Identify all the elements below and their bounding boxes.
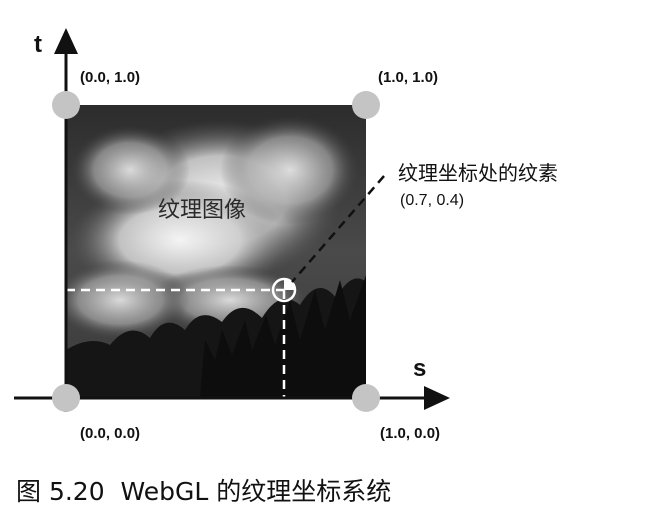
texel-coord-label: (0.7, 0.4) [400,192,464,209]
corner-marker-top-right [352,91,380,119]
texel-label: 纹理坐标处的纹素 [398,161,558,185]
corner-label-bottom-left: (0.0, 0.0) [80,425,140,442]
texel-pointer [291,175,385,283]
texture-image [66,105,366,398]
texel-marker [271,277,297,303]
corner-label-top-left: (0.0, 1.0) [80,69,140,86]
corner-marker-top-left [52,91,80,119]
figure-caption: 图 5.20 WebGL 的纹理坐标系统 [16,477,391,506]
corner-marker-bottom-left [52,384,80,412]
texture-image-label: 纹理图像 [158,198,246,223]
s-axis-label: s [413,355,426,382]
corner-label-top-right: (1.0, 1.0) [378,69,438,86]
corner-label-bottom-right: (1.0, 0.0) [380,425,440,442]
t-axis-label: t [34,31,42,58]
corner-marker-bottom-right [352,384,380,412]
